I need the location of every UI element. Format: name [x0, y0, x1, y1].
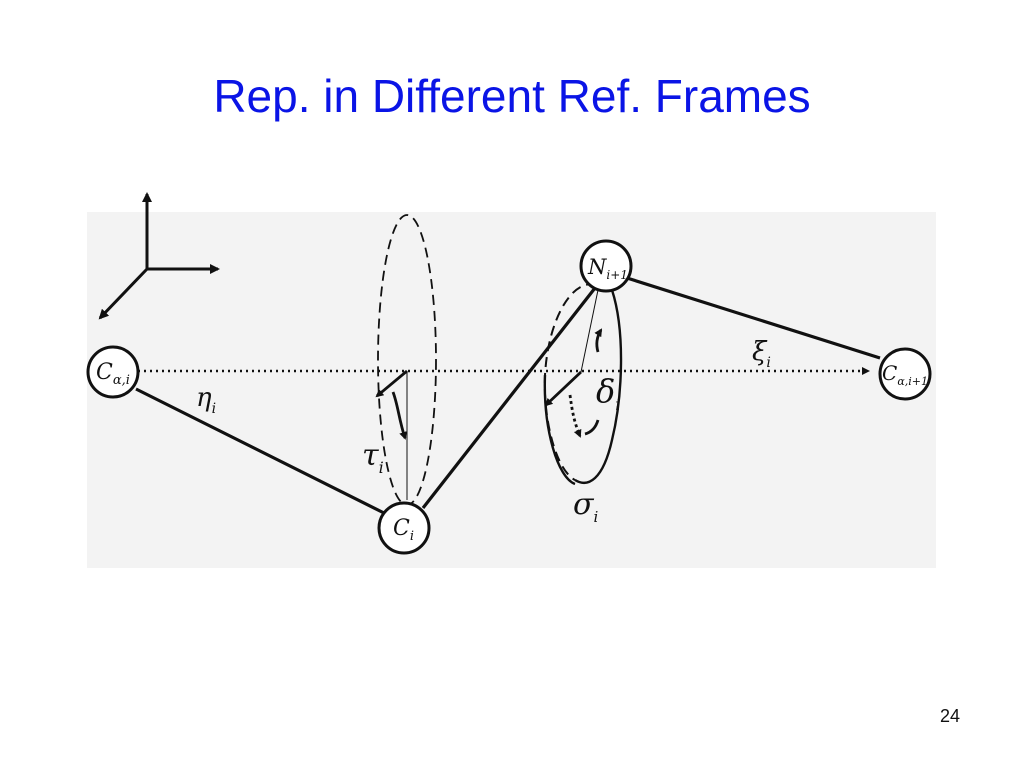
xi-bond	[626, 276, 881, 360]
label-c-alpha-i: Cα,i	[96, 360, 130, 388]
label-xi: ξi	[752, 337, 771, 371]
tau-direction-arrow	[375, 369, 408, 398]
coordinate-axes	[98, 192, 220, 320]
delta-curved-arc	[584, 419, 600, 436]
ci-to-n-bond	[421, 287, 597, 509]
label-eta: ηi	[196, 383, 216, 417]
eta-bond	[135, 387, 385, 515]
tau-curved-arrow	[391, 391, 407, 440]
label-tau: τi	[362, 438, 384, 477]
diagram-panel	[87, 212, 936, 568]
backbone-bonds	[135, 276, 881, 515]
label-c-i: Ci	[393, 516, 414, 544]
node-c-i	[377, 501, 431, 555]
delta-curved-arrow-up	[594, 328, 603, 353]
page-number: 24	[939, 706, 961, 726]
delta-curved-arrow-down	[568, 394, 582, 438]
axis-diagonal	[98, 267, 149, 320]
delta-direction-arrow	[544, 370, 582, 407]
delta-reference-line	[580, 289, 599, 373]
sigma-rotation-ellipse-left	[543, 374, 576, 486]
sigma-rotation-ellipse-solid	[574, 280, 623, 484]
node-c-alpha-i	[86, 345, 140, 399]
label-c-alpha-i-plus-1: Cα,i+1	[882, 361, 928, 388]
label-delta: δi	[596, 372, 620, 414]
label-sigma: σi	[573, 487, 598, 526]
label-n-i-plus-1: Ni+1	[587, 255, 628, 282]
slide-title: Rep. in Different Ref. Frames	[213, 70, 811, 122]
node-c-alpha-i-plus-1	[878, 347, 932, 401]
node-n-i-plus-1	[579, 239, 633, 293]
rotation-arrows	[375, 328, 603, 440]
sigma-rotation-ellipse-dashed	[543, 283, 597, 481]
